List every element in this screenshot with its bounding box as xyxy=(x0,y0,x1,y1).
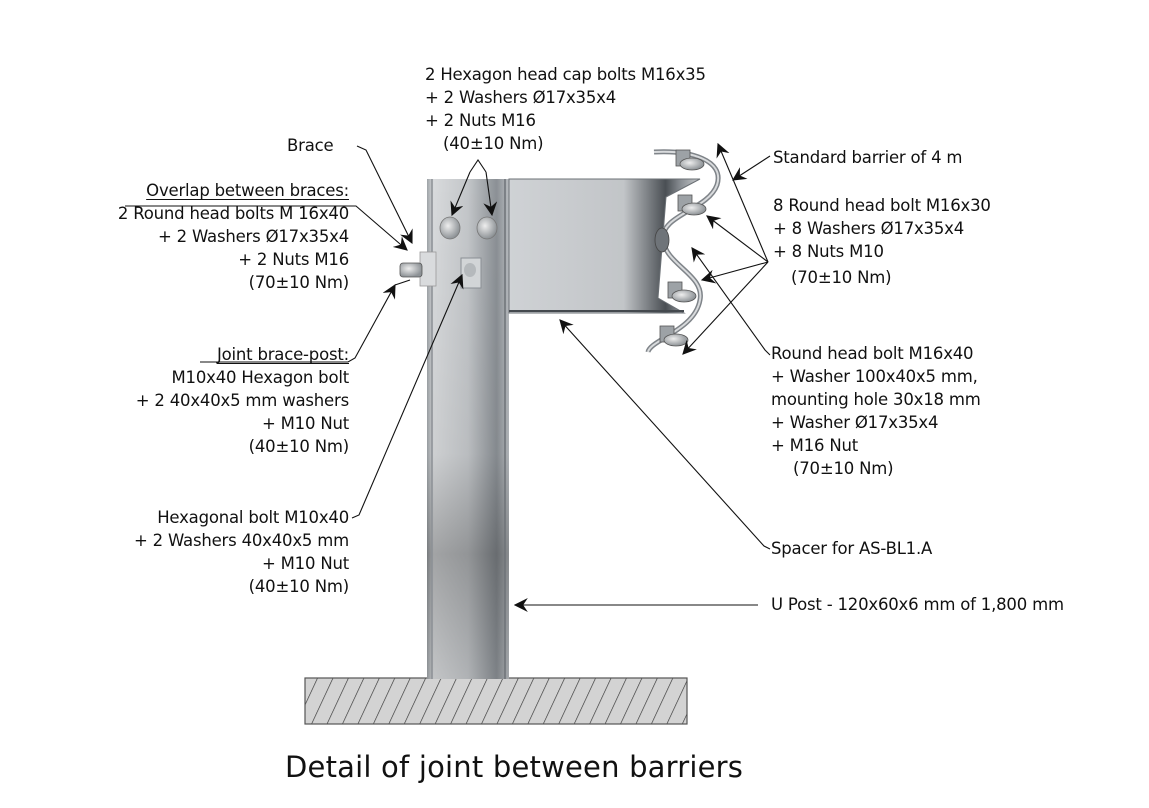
overlap-heading: Overlap between braces: xyxy=(146,181,349,200)
leader-lines xyxy=(125,142,771,612)
label-line: + 2 Washers Ø17x35x4 xyxy=(425,88,617,107)
label-line: + M10 Nut xyxy=(261,554,349,573)
hex-bolt-label: Hexagonal bolt M10x40 + 2 Washers 40x40x… xyxy=(134,506,349,598)
overlap-label: Overlap between braces: 2 Round head bol… xyxy=(118,179,349,294)
joint-heading: Joint brace-post: xyxy=(216,345,349,364)
label-line: + Washer 100x40x5 mm, xyxy=(771,367,978,386)
ground-hatch xyxy=(304,677,688,725)
label-line: (40±10 Nm) xyxy=(443,134,544,153)
label-line: + M10 Nut xyxy=(261,414,349,433)
spacer xyxy=(508,178,701,314)
label-line: (70±10 Nm) xyxy=(793,459,894,478)
label-line: Round head bolt M16x40 xyxy=(771,344,974,363)
brace-label: Brace xyxy=(287,136,334,155)
label-line: + 2 Washers 40x40x5 mm xyxy=(133,531,349,550)
label-line: + Washer Ø17x35x4 xyxy=(771,413,939,432)
label-line: (40±10 Nm) xyxy=(248,437,350,456)
label-line: + 2 Washers Ø17x35x4 xyxy=(157,227,349,246)
label-line: + 2 40x40x5 mm washers xyxy=(135,391,349,410)
barrier-bolts xyxy=(654,149,707,347)
round-bolts-label: 8 Round head bolt M16x30 + 8 Washers Ø17… xyxy=(773,194,991,289)
label-line: (40±10 Nm) xyxy=(248,577,350,596)
standard-barrier-label: Standard barrier of 4 m xyxy=(773,148,963,167)
label-line: + 8 Washers Ø17x35x4 xyxy=(773,219,965,238)
label-line: (70±10 Nm) xyxy=(248,273,350,292)
label-line: 2 Round head bolts M 16x40 xyxy=(117,204,349,223)
label-line: (70±10 Nm) xyxy=(791,268,892,287)
label-line: 2 Hexagon head cap bolts M16x35 xyxy=(425,65,706,84)
u-post-label: U Post - 120x60x6 mm of 1,800 mm xyxy=(771,595,1064,614)
label-line: + 8 Nuts M10 xyxy=(773,242,884,261)
post-top-bolts xyxy=(439,216,498,240)
round-bolt-single-label: Round head bolt M16x40 + Washer 100x40x5… xyxy=(771,342,981,480)
label-line: + M16 Nut xyxy=(771,436,859,455)
label-line: Hexagonal bolt M10x40 xyxy=(157,508,349,527)
diagram-title: Detail of joint between barriers xyxy=(285,750,744,784)
label-line: M10x40 Hexagon bolt xyxy=(171,368,350,387)
top-bolts-label: 2 Hexagon head cap bolts M16x35 + 2 Wash… xyxy=(425,63,706,155)
label-line: + 2 Nuts M16 xyxy=(238,250,349,269)
u-post xyxy=(427,179,509,679)
label-line: 8 Round head bolt M16x30 xyxy=(773,196,991,215)
label-line: mounting hole 30x18 mm xyxy=(771,390,981,409)
joint-label: Joint brace-post: M10x40 Hexagon bolt + … xyxy=(136,343,349,458)
label-line: + 2 Nuts M16 xyxy=(425,111,536,130)
spacer-label: Spacer for AS-BL1.A xyxy=(771,539,933,558)
brace-joint xyxy=(399,251,482,289)
